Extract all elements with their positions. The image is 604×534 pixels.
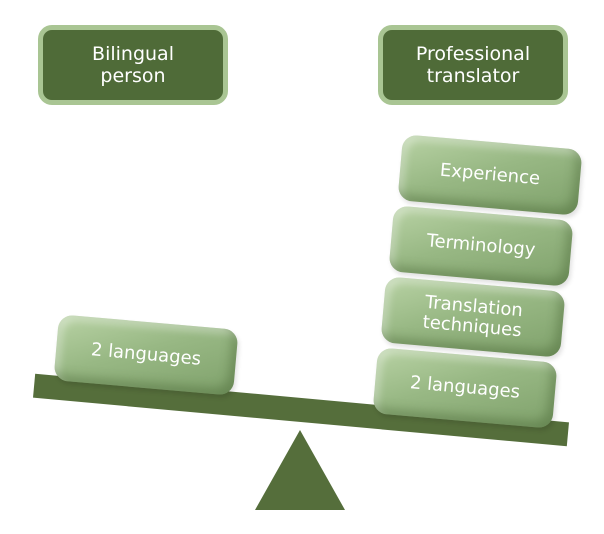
block-label: Experience [439,159,541,190]
professional-translator-text: Professional translator [415,43,531,87]
block-label: 2 languages [90,339,202,370]
block-label: 2 languages [409,372,521,403]
fulcrum-triangle [255,430,345,510]
block-label: Translation techniques [421,291,524,342]
block-label: Terminology [425,230,537,261]
professional-translator-label: Professional translator [378,25,568,105]
bilingual-person-label: Bilingual person [38,25,228,105]
bilingual-person-text: Bilingual person [92,43,174,87]
